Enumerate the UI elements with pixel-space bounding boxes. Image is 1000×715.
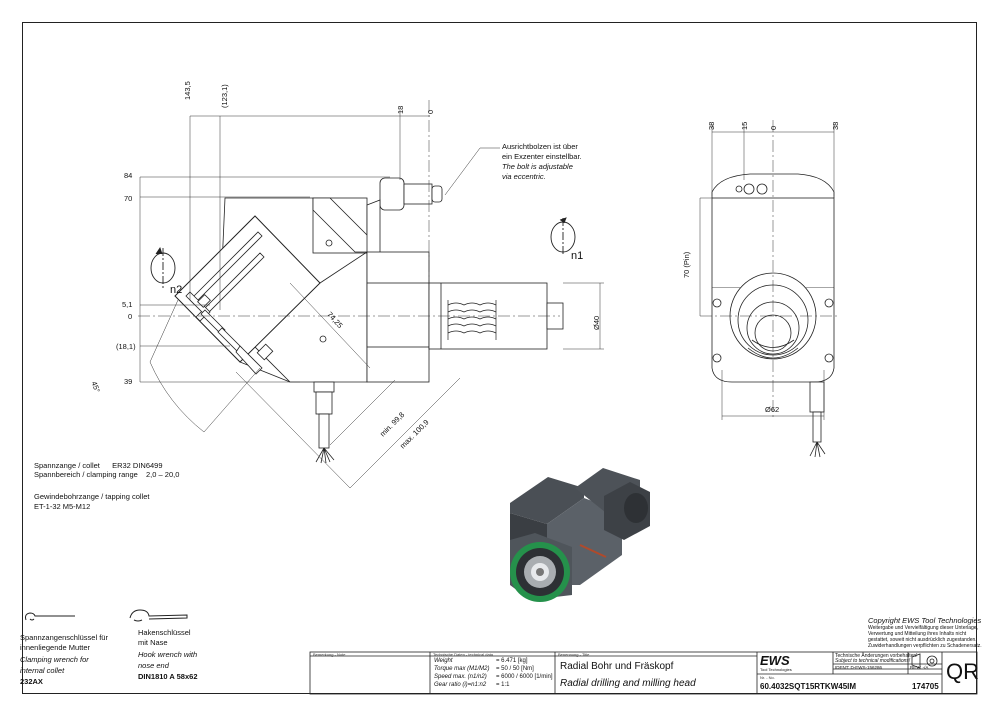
speed-label: Speed max. (n1/n2) — [434, 674, 487, 680]
drawing-number: 60.4032SQT15RTKW45IM — [760, 682, 857, 691]
revision: REV.: -/A — [910, 665, 929, 670]
name-label: Benennung - Title — [558, 652, 590, 657]
label-n1: n1 — [571, 250, 584, 262]
tech-label: Technische Daten - technical data — [433, 652, 494, 657]
dim-123: (123,1) — [220, 84, 229, 108]
ident: IDENT: D-EWS-156286 — [835, 665, 883, 670]
wrench2-en2: nose end — [138, 661, 169, 670]
bolt-note-line2: ein Exzenter einstellbar. — [502, 152, 582, 161]
dim-0-left: 0 — [128, 312, 133, 321]
copyright-l1: Weitergabe und Vervielfältigung dieser U… — [868, 625, 978, 631]
wrench2-code: DIN1810 A 58x62 — [138, 672, 198, 681]
rotation-symbols — [150, 217, 576, 290]
dim-0-front: 0 — [769, 125, 778, 130]
label-n2: n2 — [170, 284, 183, 296]
torque-value: = 50 / 50 [Nm] — [496, 666, 534, 672]
copyright-l4: Zuwiderhandlungen verpflichten zu Schade… — [868, 643, 982, 649]
projection-symbol — [911, 653, 938, 669]
dim-70: 70 — [124, 194, 133, 203]
weight-label: Weight — [434, 658, 453, 664]
wrench1-de1: Spannzangenschlüssel für — [20, 633, 108, 642]
dim-15: 15 — [740, 121, 749, 130]
side-coolant-pipe — [313, 381, 335, 464]
wrench-icons — [25, 609, 188, 622]
torque-label: Torque max (M1/M2) — [434, 666, 490, 672]
copyright-l2: Verwertung und Mitteilung ihres Inhalts … — [868, 631, 967, 637]
ews-logo: EWS — [760, 653, 790, 668]
wrench1-en2: internal collet — [20, 666, 65, 675]
title-block-lines — [309, 651, 978, 695]
dim-dia-62: Ø62 — [765, 405, 780, 414]
copyright-title: Copyright EWS Tool Technologies — [868, 616, 982, 625]
side-collet-face — [185, 291, 274, 375]
dim-39: 39 — [124, 377, 133, 386]
drawing-frame — [22, 22, 977, 694]
dim-38-right: 38 — [831, 121, 840, 130]
change-note-de: Technische Änderungen vorbehalten! — [835, 653, 918, 659]
remark-label: Bemerkung - Note — [313, 652, 346, 657]
dim-38-left: 38 — [707, 121, 716, 130]
dim-70-pin: 70 (Pin) — [682, 251, 691, 278]
copyright-l3: gestattet, soweit nicht ausdrücklich zug… — [868, 637, 977, 643]
number-label: Nr. - No. — [760, 675, 775, 680]
wrench2-de1: Hakenschlüssel — [138, 628, 191, 637]
dim-18: 18 — [396, 105, 405, 114]
tap-value: ET-1-32 M5-M12 — [34, 502, 91, 511]
bolt-note-line4: via eccentric. — [502, 172, 546, 181]
dim-5-1: 5,1 — [122, 300, 133, 309]
wrench2-de2: mit Nase — [138, 638, 168, 647]
ews-logo-sub: Tool Technologies — [760, 667, 792, 672]
side-alignment-bolt — [379, 177, 405, 211]
wrench1-de2: innenliegende Mutter — [20, 643, 91, 652]
wrench2-en1: Hook wrench with — [138, 650, 198, 659]
dim-143: 143,5 — [183, 81, 192, 100]
dim-84: 84 — [124, 171, 133, 180]
wrench1-en1: Clamping wrench for — [20, 655, 89, 664]
title-en: Radial drilling and milling head — [560, 678, 696, 689]
bolt-note-line1: Ausrichtbolzen ist über — [502, 142, 578, 151]
side-shank-teeth — [447, 300, 497, 340]
title-de: Radial Bohr und Fräskopf — [560, 661, 674, 672]
collet-value: ER32 DIN6499 — [112, 461, 163, 470]
iso-render — [510, 468, 650, 602]
dim-dia-40: Ø40 — [592, 315, 601, 330]
speed-value: = 6000 / 6000 [1/min] — [496, 674, 553, 680]
qr-mark: QR — [946, 659, 979, 684]
gear-label: Gear ratio (i)=n1:n2 — [434, 682, 487, 688]
range-label: Spannbereich / clamping range — [34, 470, 138, 479]
sheet-number: 174705 — [912, 682, 939, 691]
range-value: 2,0 – 20,0 — [146, 470, 180, 479]
dim-18-1: (18,1) — [116, 342, 136, 351]
bolt-note-line3: The bolt is adjustable — [502, 162, 573, 171]
dim-0-top: 0 — [426, 109, 435, 114]
tap-label: Gewindebohrzange / tapping collet — [34, 492, 150, 501]
weight-value: = 6.471 [kg] — [496, 658, 528, 664]
change-note-en: Subject to technical modifications! — [835, 658, 911, 664]
wrench1-code: 232AX — [20, 677, 43, 686]
gear-value: = 1:1 — [496, 682, 510, 688]
collet-label: Spannzange / collet — [34, 461, 100, 470]
